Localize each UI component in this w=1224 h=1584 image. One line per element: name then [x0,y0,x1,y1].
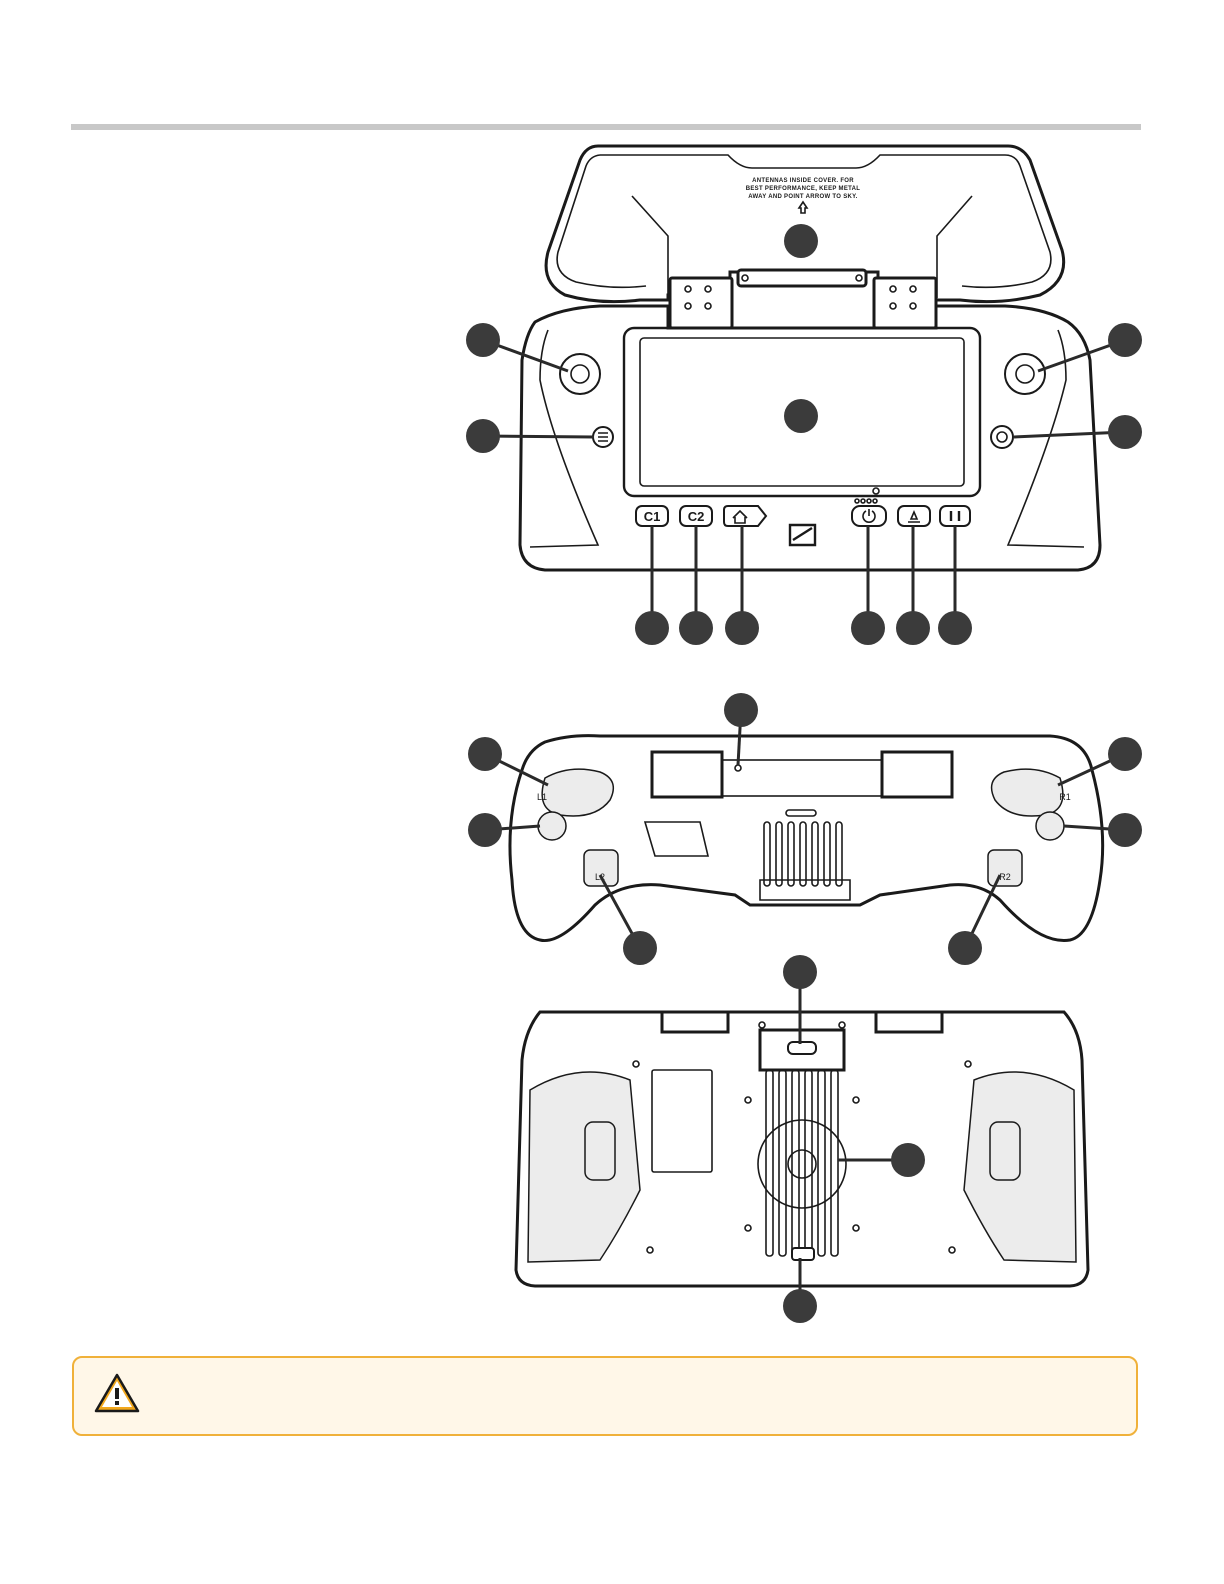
callout-right-bumper [1108,737,1142,771]
callout-screen [784,399,818,433]
callout-bottom-port [783,1289,817,1323]
left-joystick[interactable] [560,354,600,394]
callout-left-trigger [623,931,657,965]
right-scroll-wheel[interactable] [1036,812,1064,840]
r1-label: R1 [1059,792,1071,802]
callout-home [725,611,759,645]
front-view: ANTENNAS INSIDE COVER. FOR BEST PERFORMA… [466,146,1142,645]
callout-menu [466,419,500,453]
callout-right-wheel [1108,813,1142,847]
pause-button[interactable] [940,506,970,526]
usb-port[interactable] [788,1042,816,1054]
top-view: L1 R1 L2 R2 [468,693,1142,965]
l1-label: L1 [537,792,547,802]
cover-text-line2: BEST PERFORMANCE, KEEP METAL [746,186,861,192]
callout-top-port [724,693,758,727]
warning-triangle-icon [94,1372,140,1414]
dpad-button[interactable] [991,426,1013,448]
callout-c2 [679,611,713,645]
c2-label: C2 [688,509,705,524]
callout-left-stick [466,323,500,357]
callout-dpad [1108,415,1142,449]
callout-c1 [635,611,669,645]
left-hinge [670,278,732,328]
callout-left-bumper [468,737,502,771]
callout-usb-port [783,955,817,989]
callout-right-stick [1108,323,1142,357]
callout-takeoff [896,611,930,645]
bottom-port[interactable] [792,1248,814,1260]
cover-text-line1: ANTENNAS INSIDE COVER. FOR [752,178,854,184]
left-scroll-wheel[interactable] [538,812,566,840]
r2-label: R2 [999,872,1011,882]
right-back-button[interactable] [990,1122,1020,1180]
callout-right-trigger [948,931,982,965]
right-joystick[interactable] [1005,354,1045,394]
back-view [516,955,1088,1323]
left-back-button[interactable] [585,1122,615,1180]
cover-text-line3: AWAY AND POINT ARROW TO SKY. [748,194,858,200]
warning-box [72,1356,1138,1436]
callout-fan [891,1143,925,1177]
takeoff-button[interactable] [898,506,930,526]
callout-power [851,611,885,645]
callout-antenna-cover [784,224,818,258]
callout-left-wheel [468,813,502,847]
callout-pause [938,611,972,645]
c1-label: C1 [644,509,661,524]
right-hinge [874,278,936,328]
